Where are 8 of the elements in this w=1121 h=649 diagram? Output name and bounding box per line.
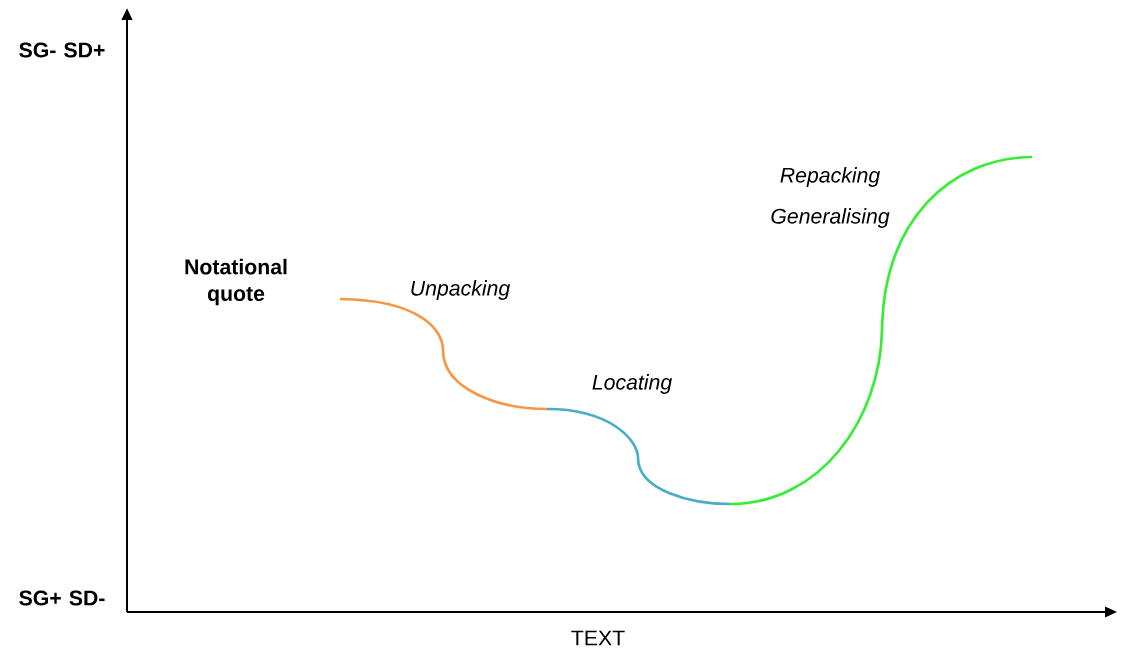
stage-label: Notational quote <box>185 258 287 306</box>
axis-title: TEXT <box>571 630 625 646</box>
stage-label: Unpacking <box>411 280 510 300</box>
axis-label: SG- SD+ <box>19 42 105 58</box>
axis-label: SG+ SD- <box>19 590 105 606</box>
stage-label: Repacking <box>780 167 880 187</box>
stage-label: Locating <box>592 374 672 394</box>
stage-label: Generalising <box>771 208 890 228</box>
